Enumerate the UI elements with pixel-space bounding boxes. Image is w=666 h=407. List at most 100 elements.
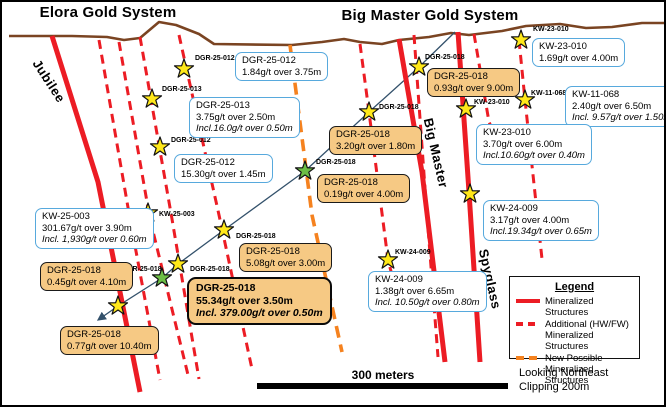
elora-system-title: Elora Gold System <box>39 4 177 21</box>
intercept-star <box>149 136 171 156</box>
assay-callout-line: Incl. 9.57g/t over 1.50m <box>572 112 666 123</box>
assay-callout-line: Incl.19.34g/t over 0.65m <box>490 226 592 237</box>
assay-callout-line: 55.34g/t over 3.50m <box>196 294 293 307</box>
assay-callout-line: DGR-25-018 <box>67 329 121 340</box>
intercept-star <box>455 98 477 118</box>
assay-callout-line: DGR-25-018 <box>434 71 488 82</box>
assay-callout-line: KW-11-068 <box>572 89 620 100</box>
legend-item-label: Additional (HW/FW) Mineralized Structure… <box>545 319 629 352</box>
assay-callout-line: DGR-25-018 <box>47 265 101 276</box>
intercept-star <box>358 101 380 121</box>
intercept-star <box>510 29 532 49</box>
assay-callout-line: 1.69g/t over 4.00m <box>539 52 619 64</box>
intercept-star <box>294 160 316 180</box>
drillhole-label: DGR-25-018 <box>190 266 230 273</box>
assay-callout-line: KW-23-010 <box>483 127 531 138</box>
legend-item: Additional (HW/FW) Mineralized Structure… <box>516 319 633 352</box>
assay-callout-line: KW-23-010 <box>539 41 587 52</box>
assay-callout-line: DGR-25-018 <box>336 129 390 140</box>
assay-callout-line: Incl. 1,930g/t over 0.60m <box>42 234 147 245</box>
drillhole-label: KW-23-010 <box>533 26 569 33</box>
assay-callout-line: KW-25-003 <box>42 211 90 222</box>
assay-callout-line: 3.17g/t over 4.00m <box>490 214 570 226</box>
assay-callout-line: KW-24-009 <box>490 203 538 214</box>
legend-swatch-dashed-orange <box>516 356 540 360</box>
assay-callout-line: 0.77g/t over 10.40m <box>67 340 152 352</box>
assay-callout-line: Incl.16.0g/t over 0.50m <box>196 123 293 134</box>
drillhole-label: KW-23-010 <box>474 99 510 106</box>
assay-callout-line: 1.38g/t over 6.65m <box>375 285 455 297</box>
scale-label: 300 meters <box>351 368 415 382</box>
big-master-system-title: Big Master Gold System <box>341 7 519 24</box>
scale-bar <box>257 383 508 389</box>
assay-callout-line: 0.45g/t over 4.10m <box>47 276 127 288</box>
drillhole-label: DGR-25-018 <box>236 233 276 240</box>
structure-line-elora-hwfw-2 <box>117 41 191 380</box>
assay-callout-line: 1.84g/t over 3.75m <box>242 66 322 78</box>
assay-callout-line: DGR-25-018 <box>324 177 378 188</box>
legend-item: Mineralized Structures <box>516 296 633 318</box>
drillhole-label: DGR-25-018 <box>122 266 162 273</box>
view-clipping: Clipping 200m <box>519 380 590 393</box>
drillhole-label: KW-24-009 <box>395 249 431 256</box>
view-note: Looking Northeast Clipping 200m <box>519 367 608 394</box>
assay-callout-line: Incl. 10.50g/t over 0.80m <box>375 297 480 308</box>
intercept-star <box>107 295 129 315</box>
drillhole-label: DGR-25-018 <box>425 54 465 61</box>
intercept-star <box>173 58 195 78</box>
intercept-star <box>459 183 481 203</box>
intercept-star <box>408 56 430 76</box>
intercept-star <box>141 88 163 108</box>
drillhole-label: DGR-25-013 <box>162 86 202 93</box>
assay-callout-line: 2.40g/t over 6.50m <box>572 100 652 112</box>
legend-title: Legend <box>554 281 595 293</box>
assay-callout-line: Incl. 379.00g/t over 0.50m <box>196 307 323 319</box>
drillhole-label: KW-25-003 <box>159 211 195 218</box>
legend-item-label: New Possible Mineralized Structures <box>545 353 603 386</box>
assay-callout-line: 3.75g/t over 2.50m <box>196 111 276 123</box>
drillhole-label: DGR-25-012 <box>171 137 211 144</box>
intercept-star <box>213 219 235 239</box>
legend-swatch-dashed-red <box>516 322 540 326</box>
drillhole-label: DGR-25-018 <box>379 104 419 111</box>
assay-callout-line: Incl.10.60g/t over 0.40m <box>483 150 585 161</box>
intercept-star <box>167 253 189 273</box>
assay-callout-line: 0.93g/t over 9.00m <box>434 82 514 94</box>
legend-swatch-solid-red <box>516 299 540 303</box>
drillhole-label: KW-11-068 <box>531 90 567 97</box>
assay-callout-line: 15.30g/t over 1.45m <box>181 168 266 180</box>
drillhole-label: DGR-25-018 <box>316 159 356 166</box>
assay-callout-line: DGR-25-013 <box>196 100 250 111</box>
assay-callout-line: 301.67g/t over 3.90m <box>42 222 132 234</box>
intercept-star <box>377 249 399 269</box>
intercept-star <box>514 89 536 109</box>
assay-callout-line: 0.19g/t over 4.00m <box>324 188 404 200</box>
legend-item: New Possible Mineralized Structures <box>516 353 633 386</box>
assay-callout-line: 5.08g/t over 3.00m <box>246 257 326 269</box>
assay-callout-line: DGR-25-012 <box>181 157 235 168</box>
drillhole-label: DGR-25-012 <box>195 55 235 62</box>
assay-callout-line: DGR-25-018 <box>196 282 256 294</box>
intercept-star <box>151 267 173 287</box>
assay-callout-line: DGR-25-018 <box>246 246 300 257</box>
legend-item-label: Mineralized Structures <box>545 296 594 318</box>
assay-callout-line: 3.20g/t over 1.80m <box>336 140 416 152</box>
